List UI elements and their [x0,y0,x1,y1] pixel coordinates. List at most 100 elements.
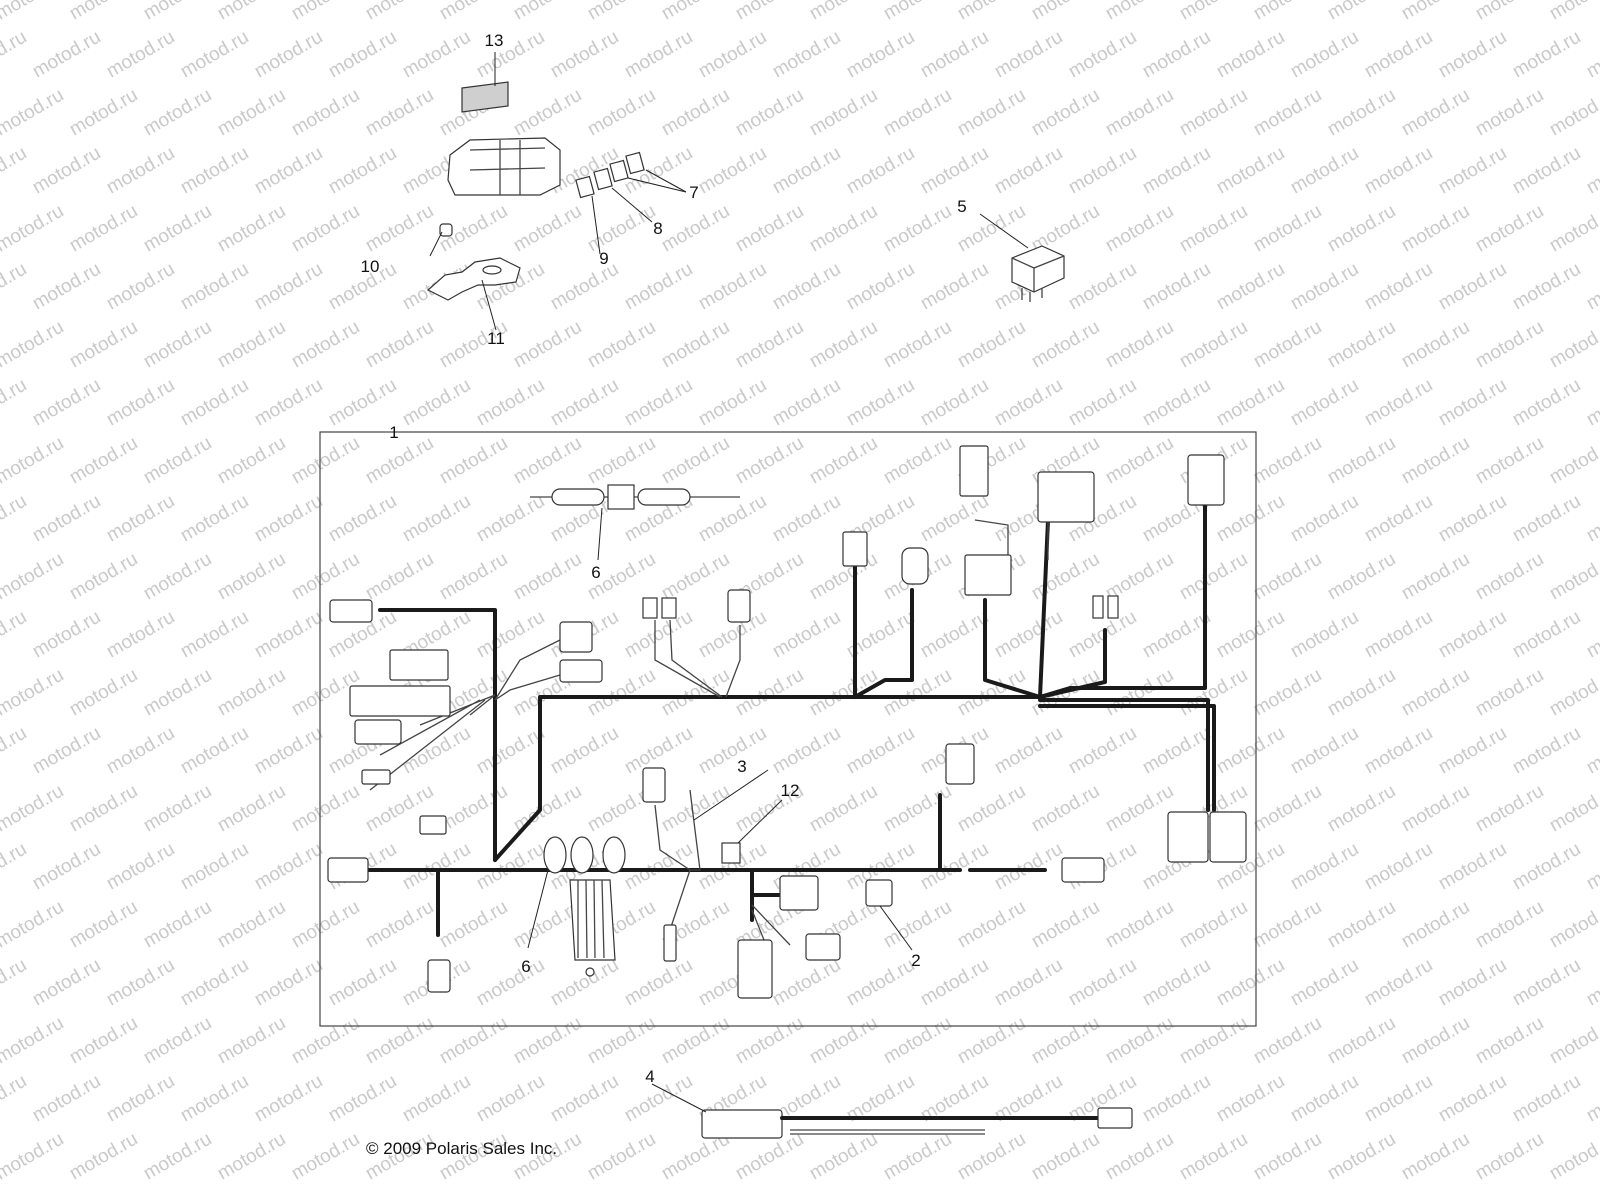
watermark-text: motod.ru [288,781,363,837]
connector-top-right [1187,454,1225,506]
watermark-text: motod.ru [66,433,141,489]
watermark-text: motod.ru [1250,0,1325,24]
watermark-text: motod.ru [1287,1071,1362,1127]
watermark-text: motod.ru [1176,897,1251,953]
watermark-text: motod.ru [1435,723,1510,779]
watermark-text: motod.ru [140,433,215,489]
watermark-text: motod.ru [29,607,104,663]
watermark-text: motod.ru [621,955,696,1011]
watermark-text: motod.ru [214,0,289,24]
callout-3: 3 [737,757,746,776]
watermark-text: motod.ru [695,723,770,779]
watermark-text: motod.ru [1250,549,1325,605]
watermark-text: motod.ru [1324,1013,1399,1069]
watermark-text: motod.ru [1583,955,1600,1011]
watermark-text: motod.ru [880,1013,955,1069]
watermark-text: motod.ru [1546,897,1600,953]
watermark-text: motod.ru [177,491,252,547]
watermark-text: motod.ru [29,491,104,547]
watermark-text: motod.ru [0,781,67,837]
watermark-text: motod.ru [325,955,400,1011]
watermark-text: motod.ru [1472,201,1547,257]
watermark-text: motod.ru [1509,839,1584,895]
watermark-text: motod.ru [362,1013,437,1069]
watermark-text: motod.ru [1361,491,1436,547]
watermark-text: motod.ru [1176,85,1251,141]
watermark-text: motod.ru [1583,375,1600,431]
watermark-text: motod.ru [621,27,696,83]
watermark-text: motod.ru [1028,549,1103,605]
watermark-text: motod.ru [0,955,30,1011]
inline-fuse-holder [530,484,740,510]
watermark-text: motod.ru [584,1129,659,1185]
watermark-text: motod.ru [0,375,30,431]
connector-lower-small [805,933,841,961]
copyright-text: © 2009 Polaris Sales Inc. [366,1139,557,1158]
watermark-text: motod.ru [547,1071,622,1127]
watermark-text: motod.ru [695,375,770,431]
watermark-text: motod.ru [880,433,955,489]
watermark-text: motod.ru [769,143,844,199]
watermark-text: motod.ru [732,0,807,24]
watermark-text: motod.ru [1472,1013,1547,1069]
watermark-text: motod.ru [399,723,474,779]
watermark-text: motod.ru [29,375,104,431]
watermark-text: motod.ru [66,897,141,953]
watermark-text: motod.ru [29,143,104,199]
watermark-text: motod.ru [1324,85,1399,141]
watermark-text: motod.ru [1435,143,1510,199]
watermark-text: motod.ru [1287,27,1362,83]
watermark-text: motod.ru [362,433,437,489]
watermark-text: motod.ru [251,1071,326,1127]
watermark-text: motod.ru [1472,897,1547,953]
watermark-text: motod.ru [473,723,548,779]
callouts: 13 10 11 9 8 7 5 1 6 3 12 6 2 4 [361,31,967,1086]
watermark-text: motod.ru [325,143,400,199]
watermark-text: motod.ru [1361,723,1436,779]
watermark-text: motod.ru [843,27,918,83]
watermark-text: motod.ru [0,897,67,953]
watermark-text: motod.ru [1398,0,1473,24]
watermark-text: motod.ru [29,723,104,779]
callout-11: 11 [487,329,505,348]
watermark-text: motod.ru [732,433,807,489]
watermark-text: motod.ru [1583,723,1600,779]
connector-block [349,685,451,717]
watermark-text: motod.ru [251,491,326,547]
watermark-text: motod.ru [66,201,141,257]
connector-ecu [1037,471,1095,523]
watermark-text: motod.ru [917,27,992,83]
watermark-text: motod.ru [1028,1129,1103,1185]
watermark-text: motod.ru [214,85,289,141]
watermark-text: motod.ru [1324,317,1399,373]
watermark-text: motod.ru [917,259,992,315]
watermark-text: motod.ru [140,0,215,24]
watermark-text: motod.ru [843,723,918,779]
watermark-text: motod.ru [140,897,215,953]
watermark-text: motod.ru [473,375,548,431]
callout-12: 12 [781,781,800,800]
watermark-text: motod.ru [1139,27,1214,83]
watermark-text: motod.ru [584,0,659,24]
connector-oval [727,589,751,623]
watermark-text: motod.ru [769,375,844,431]
watermark-text: motod.ru [362,85,437,141]
watermark-text: motod.ru [1583,259,1600,315]
watermark-text: motod.ru [1065,955,1140,1011]
watermark-text: motod.ru [769,723,844,779]
fuse-7a [609,159,629,183]
harness-frame [319,431,1257,1027]
watermark-text: motod.ru [0,259,30,315]
watermark-text: motod.ru [214,1013,289,1069]
watermark-text: motod.ru [1287,955,1362,1011]
watermark-text: motod.ru [806,433,881,489]
watermark-text: motod.ru [1398,549,1473,605]
watermark-text: motod.ru [214,897,289,953]
watermark-text: motod.ru [1287,839,1362,895]
watermark-text: motod.ru [1250,85,1325,141]
terminal-a [642,597,658,619]
callout-2: 2 [911,951,920,970]
watermark-text: motod.ru [1139,955,1214,1011]
watermark-text: motod.ru [547,375,622,431]
